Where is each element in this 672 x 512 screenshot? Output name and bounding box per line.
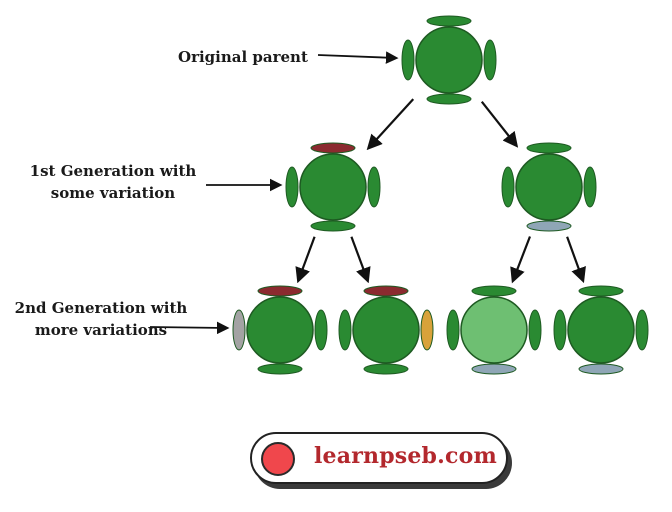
arrow-original-parent-to-gen1-right	[480, 100, 519, 148]
appendage-right	[635, 309, 649, 351]
appendage-left	[501, 166, 515, 208]
appendage-top	[578, 285, 624, 297]
arrow-original-parent-to-gen1-left	[366, 98, 415, 151]
appendage-left	[401, 39, 415, 81]
appendage-right	[420, 309, 434, 351]
organism-gen1-left	[285, 142, 381, 232]
label-second-generation: 2nd Generation with more variations	[8, 297, 194, 341]
appendage-top	[257, 285, 303, 297]
appendage-right	[367, 166, 381, 208]
appendage-left	[338, 309, 352, 351]
arrow-gen1-left-to-gen2-a	[295, 236, 316, 284]
organism-body	[515, 153, 583, 221]
appendage-right	[483, 39, 497, 81]
appendage-top	[426, 15, 472, 27]
organism-body	[246, 296, 314, 364]
appendage-bottom	[426, 93, 472, 105]
appendage-bottom	[578, 363, 624, 375]
appendage-top	[526, 142, 572, 154]
label-line-1: 1st Generation with	[29, 162, 197, 180]
appendage-top	[471, 285, 517, 297]
appendage-left	[232, 309, 246, 351]
arrows-layer	[295, 98, 586, 284]
label-line-1: 2nd Generation with	[14, 299, 188, 317]
organism-body	[460, 296, 528, 364]
label-line-2: some variation	[50, 184, 176, 202]
appendage-bottom	[363, 363, 409, 375]
organism-body	[352, 296, 420, 364]
organism-gen2-d	[553, 285, 649, 375]
label-text: Original parent	[178, 48, 308, 66]
arrow-gen1-right-to-gen2-d	[566, 236, 586, 284]
arrow-gen1-left-to-gen2-b	[350, 236, 371, 284]
organism-original-parent	[401, 15, 497, 105]
brand-badge[interactable]: learnpseb.com	[250, 432, 508, 484]
pointer-arrow-parent	[317, 51, 399, 64]
organism-gen2-a	[232, 285, 328, 375]
organisms-layer	[232, 15, 649, 375]
appendage-bottom	[257, 363, 303, 375]
appendage-right	[528, 309, 542, 351]
appendage-bottom	[310, 220, 356, 232]
label-first-generation: 1st Generation with some variation	[28, 160, 198, 204]
arrow-gen1-right-to-gen2-c	[510, 236, 532, 284]
organism-body	[567, 296, 635, 364]
organism-body	[415, 26, 483, 94]
label-original-parent: Original parent	[178, 46, 308, 68]
brand-text: learnpseb.com	[314, 443, 497, 469]
appendage-bottom	[526, 220, 572, 232]
appendage-right	[314, 309, 328, 351]
pointer-arrow-gen2	[149, 321, 230, 335]
organism-gen1-right	[501, 142, 597, 232]
brand-dot-icon	[261, 442, 295, 476]
appendage-top	[363, 285, 409, 297]
appendage-top	[310, 142, 356, 154]
appendage-left	[285, 166, 299, 208]
appendage-left	[553, 309, 567, 351]
organism-gen2-c	[446, 285, 542, 375]
label-pointers-layer	[149, 51, 399, 335]
appendage-left	[446, 309, 460, 351]
appendage-right	[583, 166, 597, 208]
organism-body	[299, 153, 367, 221]
label-line-2: more variations	[34, 321, 168, 339]
appendage-bottom	[471, 363, 517, 375]
organism-gen2-b	[338, 285, 434, 375]
